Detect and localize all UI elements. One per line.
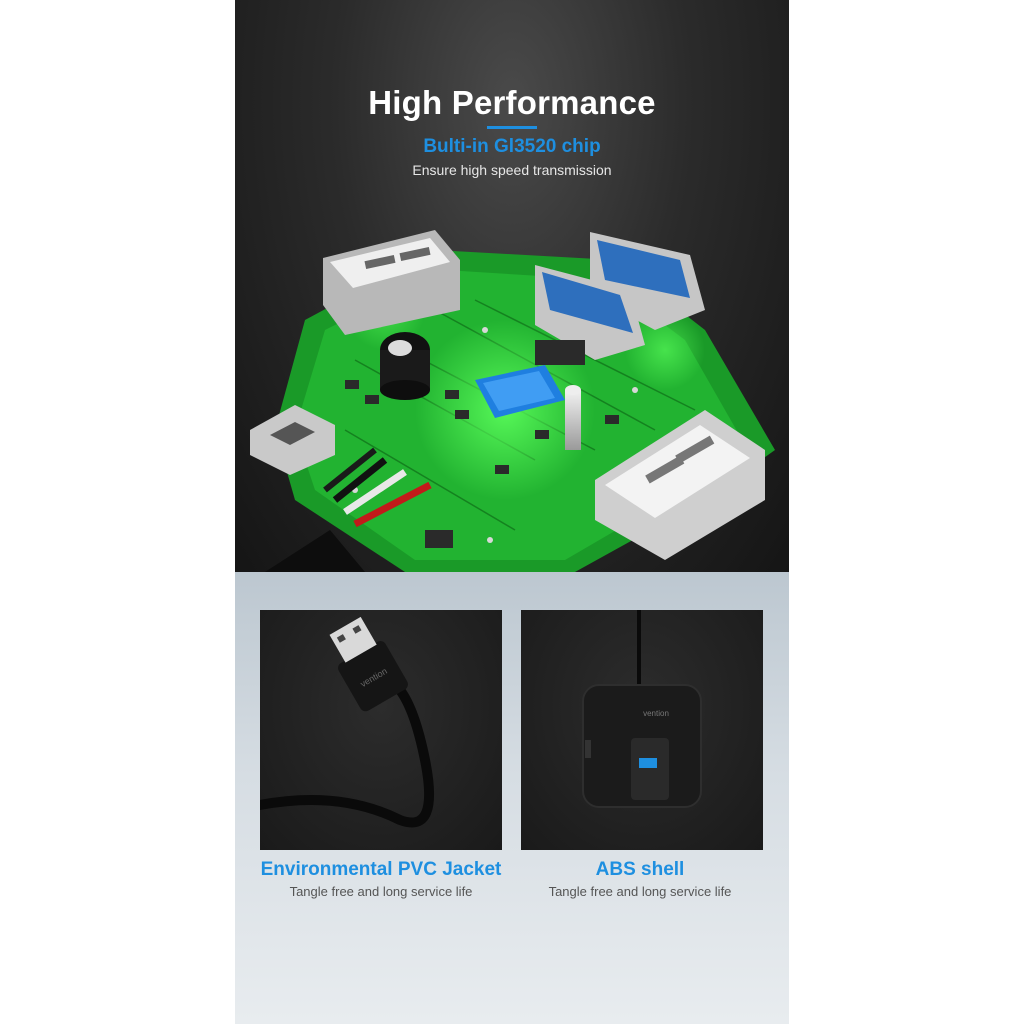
usb-cable-image: vention xyxy=(255,616,435,828)
hero-subtitle: Bulti-in Gl3520 chip xyxy=(423,136,601,157)
pvc-jacket-image: vention xyxy=(255,610,502,850)
circuit-board-image xyxy=(250,230,775,572)
gl3520-chip xyxy=(475,365,565,418)
usb-cable xyxy=(265,447,432,572)
hub-brand-mark: vention xyxy=(643,709,669,718)
micro-usb-port xyxy=(250,405,335,475)
product-card: High Performance Bulti-in Gl3520 chip En… xyxy=(235,0,789,1024)
feature-desc-pvc: Tangle free and long service life xyxy=(289,884,473,899)
usb-port-top-right xyxy=(535,232,705,360)
title-underline xyxy=(487,126,537,129)
hero-section: High Performance Bulti-in Gl3520 chip En… xyxy=(235,0,789,572)
feature-title-abs: ABS shell xyxy=(595,859,685,880)
abs-shell-image: vention xyxy=(521,610,763,850)
usb-port-left xyxy=(323,230,460,335)
hero-title: High Performance xyxy=(368,84,656,121)
feature-desc-abs: Tangle free and long service life xyxy=(548,884,732,899)
usb-hub-image: vention xyxy=(582,610,702,808)
feature-title-pvc: Environmental PVC Jacket xyxy=(260,859,502,880)
usb-port-bottom-right xyxy=(595,410,765,560)
hero-description: Ensure high speed transmission xyxy=(412,162,612,178)
